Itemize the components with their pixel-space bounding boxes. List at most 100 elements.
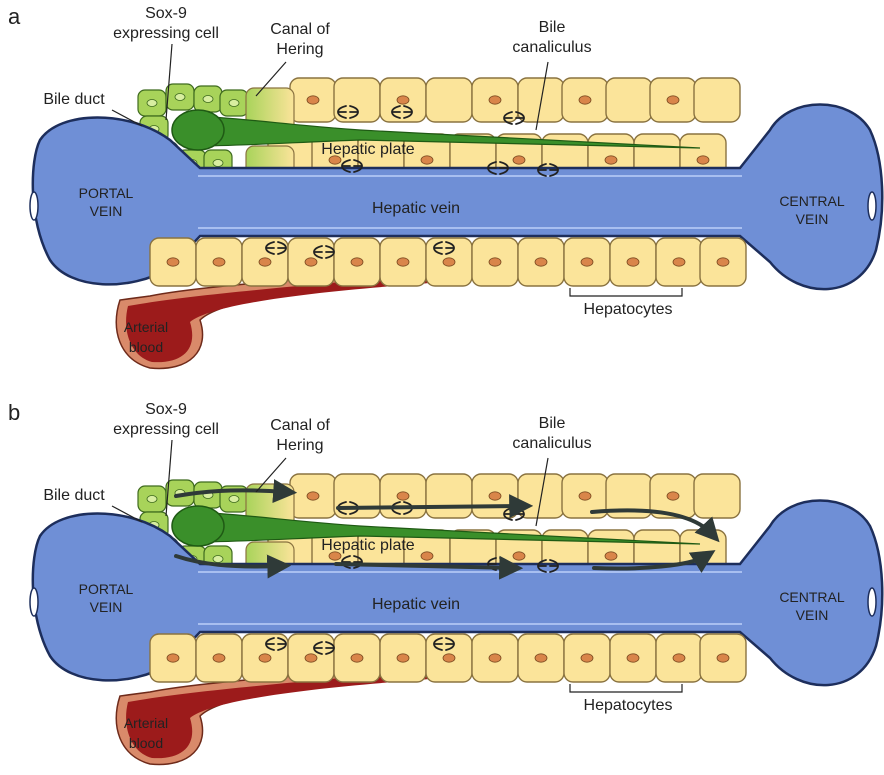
sox9-label: expressing cell [113, 421, 219, 438]
hepatocyte-cell [150, 634, 196, 682]
bile-canaliculus-label: Bile [539, 415, 566, 432]
hepatocyte-cell [288, 238, 334, 286]
cell-body [606, 78, 652, 122]
duct-nucleus [147, 100, 157, 107]
nucleus [489, 654, 501, 662]
bile-canaliculus-label: canaliculus [512, 39, 591, 56]
nucleus [307, 492, 319, 500]
bile-duct-cell [138, 486, 166, 512]
hepatocyte-cell [694, 78, 740, 122]
nucleus [213, 258, 225, 266]
hepatic-plate-label: Hepatic plate [321, 141, 414, 158]
nucleus [673, 654, 685, 662]
nucleus [697, 156, 709, 164]
panel-letter: b [8, 400, 20, 425]
nucleus [579, 96, 591, 104]
hepatocyte-cell [380, 238, 426, 286]
hepatocyte-cell [426, 474, 472, 518]
sox9-expressing-cell [172, 110, 224, 150]
duct-nucleus [213, 556, 223, 563]
nucleus [667, 96, 679, 104]
nucleus [581, 654, 593, 662]
sox9-label: Sox-9 [145, 5, 187, 22]
duct-nucleus [203, 96, 213, 103]
hepatocyte-cell [472, 238, 518, 286]
hepatocyte-cell [472, 634, 518, 682]
hepatocytes-label: Hepatocytes [584, 697, 673, 714]
nucleus [627, 654, 639, 662]
nucleus [259, 654, 271, 662]
nucleus [421, 156, 433, 164]
hepatocyte-cell [380, 474, 426, 518]
nucleus [673, 258, 685, 266]
cell-body [426, 474, 472, 518]
hepatocyte-cell [564, 634, 610, 682]
central-vein-label: CENTRAL [779, 589, 845, 605]
canal-of-hering-label: Hering [276, 437, 323, 454]
bile-duct-label: Bile duct [43, 487, 105, 504]
nucleus [351, 258, 363, 266]
hepatocyte-cell [610, 634, 656, 682]
hepatocyte-cell [656, 238, 702, 286]
arterial-blood-label: Arterial [124, 715, 168, 731]
hepatocyte-cell [518, 634, 564, 682]
bile-canaliculus-label: Bile [539, 19, 566, 36]
arterial-blood-label: blood [129, 735, 163, 751]
bile-duct-cell [194, 482, 222, 508]
nucleus [489, 492, 501, 500]
hepatocyte-cell [242, 634, 288, 682]
nucleus [627, 258, 639, 266]
hepatocyte-cell [700, 238, 746, 286]
portal-vein-lumen [30, 588, 38, 616]
central-vein-lumen [868, 588, 876, 616]
sox9-label: Sox-9 [145, 401, 187, 418]
duct-nucleus [175, 94, 185, 101]
canal-of-hering-label: Canal of [270, 417, 330, 434]
nucleus [397, 654, 409, 662]
hepatocytes-bracket [570, 684, 682, 692]
hepatocyte-cell [334, 238, 380, 286]
hepatocyte-cell [700, 634, 746, 682]
nucleus [213, 654, 225, 662]
nucleus [305, 654, 317, 662]
hepatocyte-cell [290, 474, 336, 518]
hepatocyte-cell [196, 634, 242, 682]
hepatocyte-cell [694, 474, 740, 518]
hepatocyte-cell [606, 78, 652, 122]
nucleus [605, 156, 617, 164]
duct-nucleus [147, 496, 157, 503]
nucleus [717, 258, 729, 266]
central-vein-label: VEIN [796, 211, 829, 227]
nucleus [605, 552, 617, 560]
bile-duct-cell [138, 90, 166, 116]
nucleus [307, 96, 319, 104]
hepatocyte-cell [472, 78, 518, 122]
portal-vein-label: PORTAL [79, 185, 134, 201]
cell-body [426, 78, 472, 122]
nucleus [167, 654, 179, 662]
nucleus [443, 654, 455, 662]
nucleus [443, 258, 455, 266]
nucleus [397, 492, 409, 500]
hepatocyte-cell [290, 78, 336, 122]
hepatic-vein-label: Hepatic vein [372, 596, 460, 613]
sox9-label: expressing cell [113, 25, 219, 42]
panel-b: bSox-9expressing cellCanal ofHeringBilec… [8, 400, 882, 764]
duct-nucleus [213, 160, 223, 167]
hepatocyte-cell [334, 634, 380, 682]
nucleus [581, 258, 593, 266]
hepatocytes-label: Hepatocytes [584, 301, 673, 318]
bile-duct-cell [166, 84, 194, 110]
nucleus [535, 258, 547, 266]
duct-nucleus [229, 100, 239, 107]
hepatocyte-cell [562, 78, 608, 122]
bile-duct-label: Bile duct [43, 91, 105, 108]
nucleus [259, 258, 271, 266]
hepatocyte-cell [150, 238, 196, 286]
central-vein-label: CENTRAL [779, 193, 845, 209]
central-vein-lumen [868, 192, 876, 220]
nucleus [397, 258, 409, 266]
nucleus [579, 492, 591, 500]
panel-letter: a [8, 4, 21, 29]
canal-of-hering-label: Canal of [270, 21, 330, 38]
